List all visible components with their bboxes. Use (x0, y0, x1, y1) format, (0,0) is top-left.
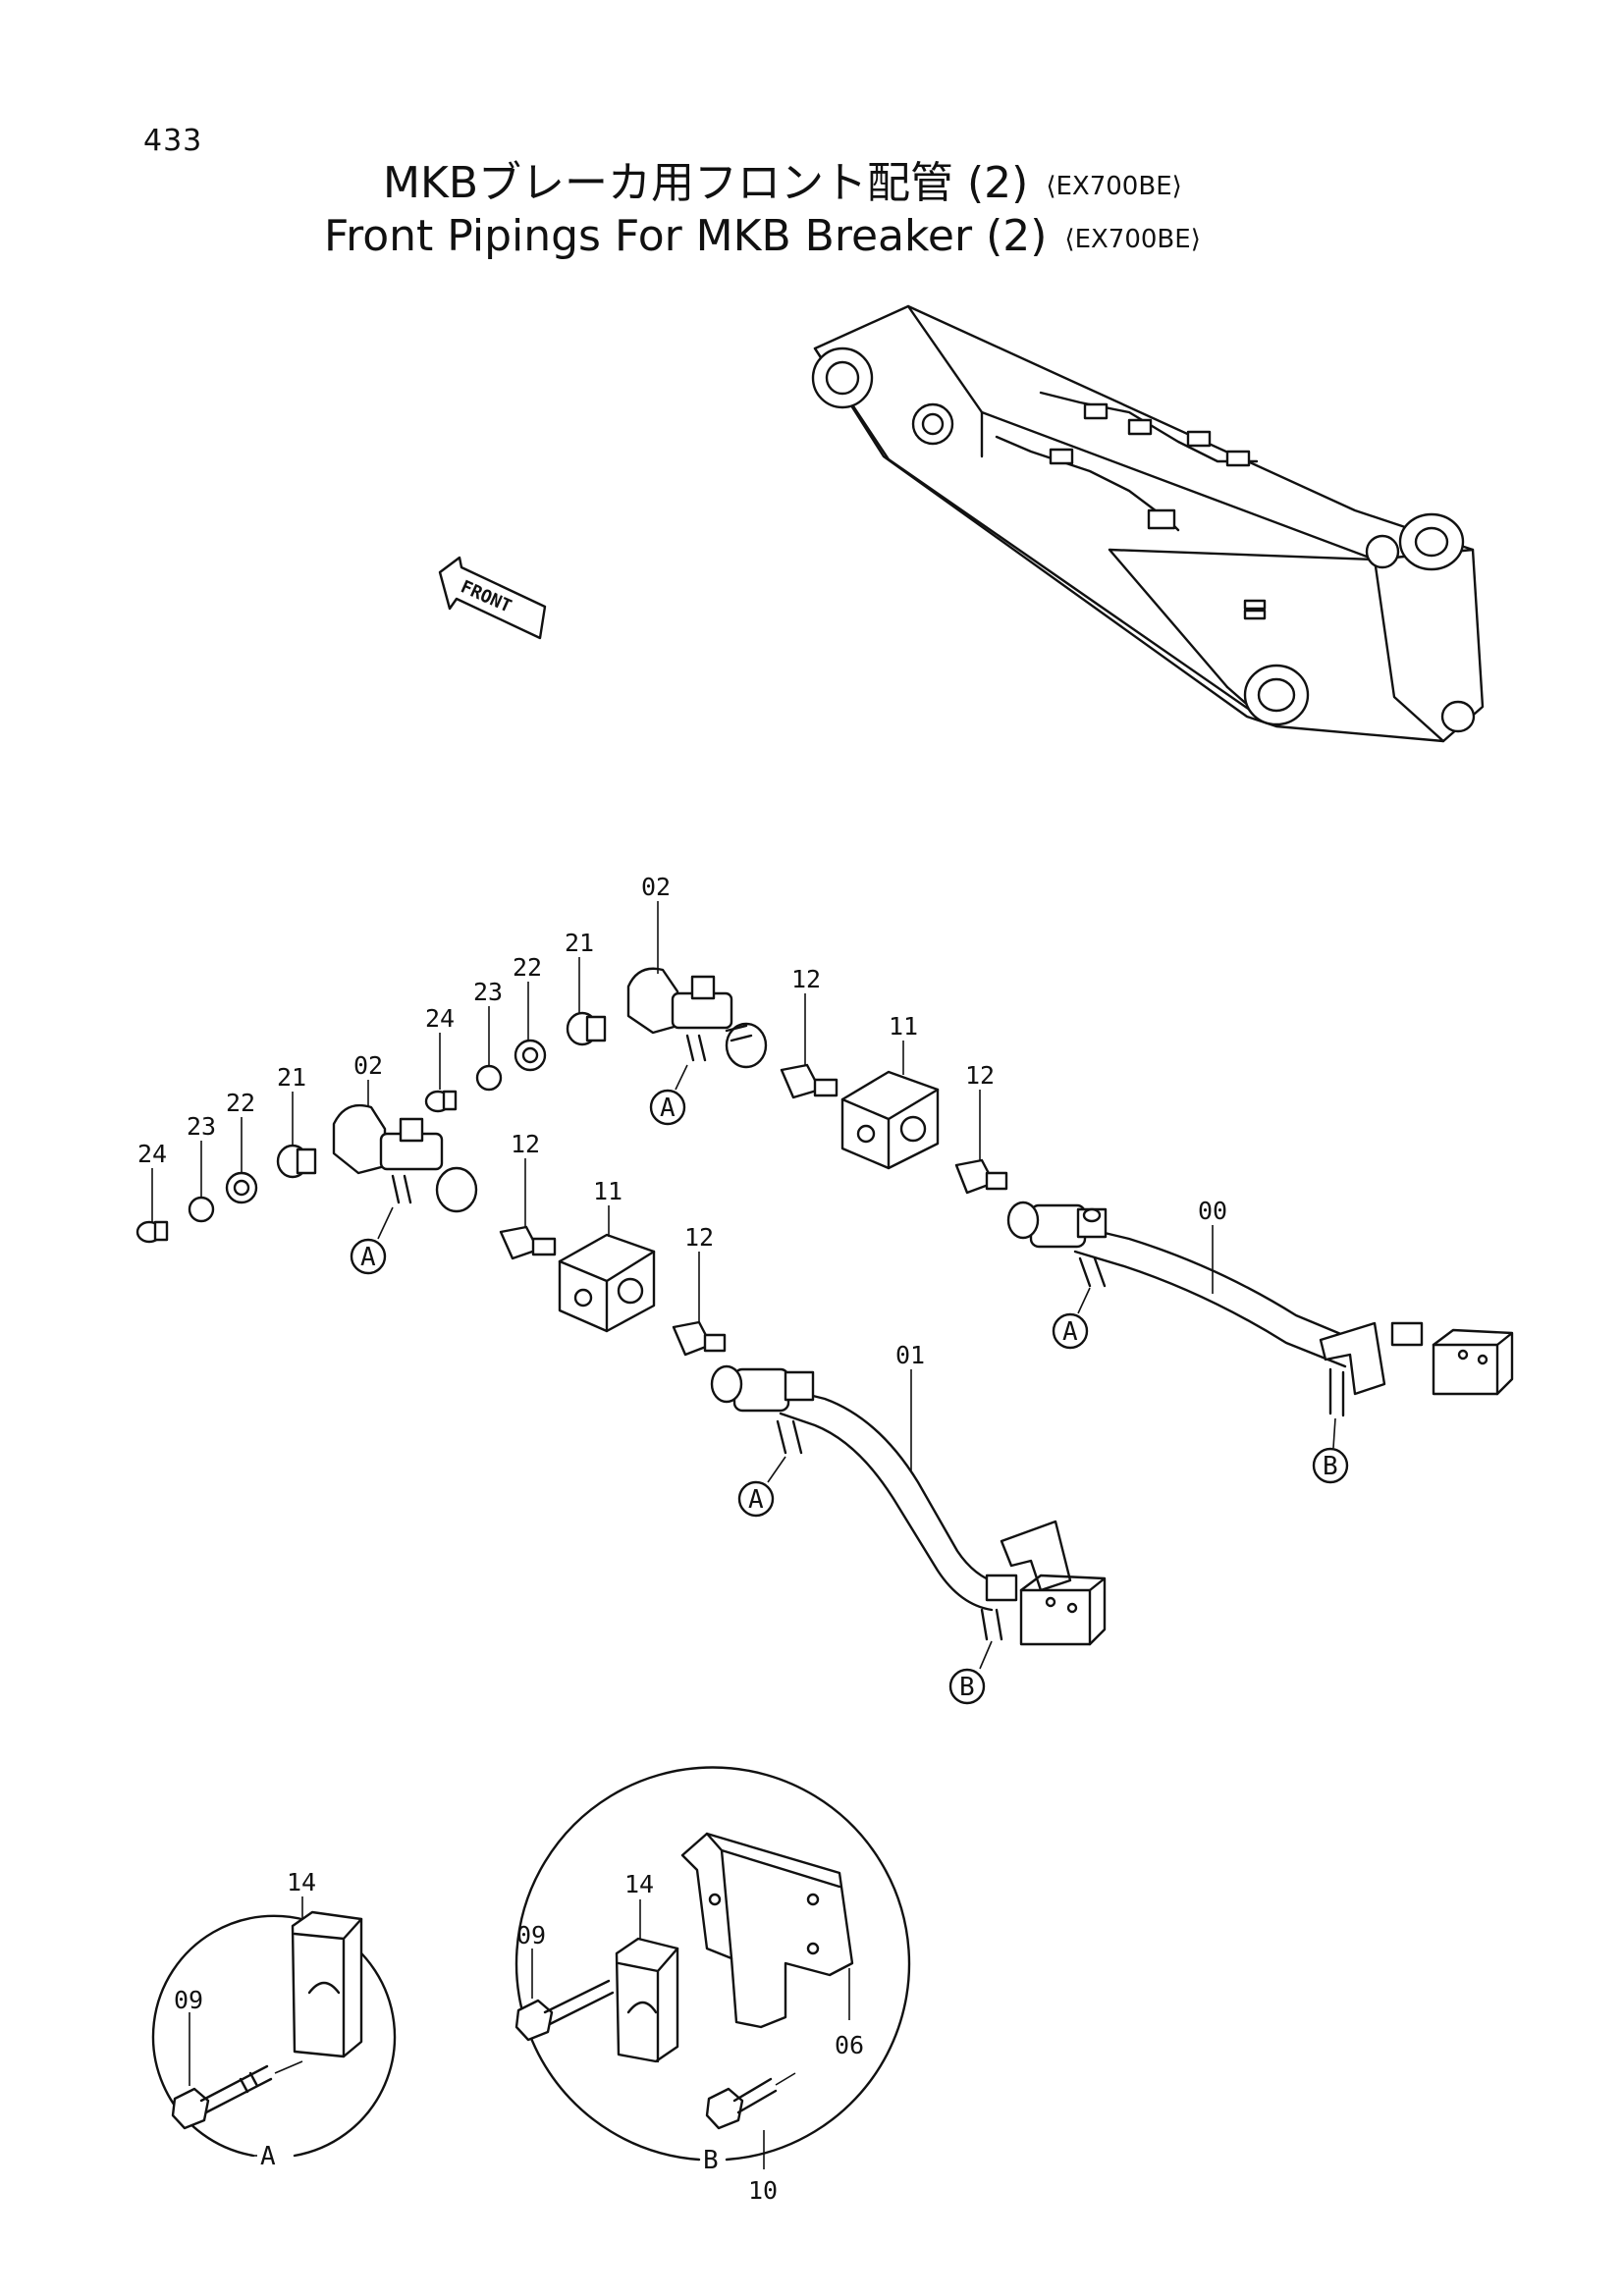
ref-a-4: A (748, 1485, 764, 1515)
label-23-upper: 23 (473, 978, 503, 1006)
front-direction-arrow: FRONT (438, 556, 547, 640)
label-24-lower: 24 (137, 1140, 167, 1168)
lower-fitting-chain (135, 1103, 727, 1357)
title-jp-text: MKBブレーカ用フロント配管 (383, 158, 954, 208)
pipe-assembly-00 (1006, 1201, 1514, 1417)
label-02-lower: 02 (353, 1051, 383, 1080)
reference-markers: A A A A B B (350, 1089, 1349, 1705)
detail-a-label: A (260, 2142, 276, 2171)
title-en-model: ⟨EX700BE⟩ (1064, 225, 1201, 254)
ref-a-1: A (660, 1094, 676, 1123)
detail-b-label-14: 14 (624, 1870, 654, 1898)
label-22-upper: 22 (513, 953, 542, 982)
title-japanese: MKBブレーカ用フロント配管 (2) ⟨EX700BE⟩ (383, 147, 1182, 210)
detail-a: A 14 09 (151, 1868, 397, 2171)
label-11-lower: 11 (593, 1177, 622, 1205)
ref-b-1: B (1323, 1452, 1338, 1481)
leader-lines (151, 901, 1336, 1670)
title-jp-model: ⟨EX700BE⟩ (1046, 172, 1182, 201)
label-12-d: 12 (684, 1223, 714, 1252)
title-en-num: (2) (986, 211, 1048, 261)
ref-a-2: A (360, 1243, 376, 1272)
detail-a-label-09: 09 (174, 1986, 203, 2014)
label-01: 01 (895, 1341, 925, 1369)
detail-b: B 14 09 10 06 (514, 1766, 911, 2205)
label-23-lower: 23 (187, 1112, 216, 1141)
label-22-lower: 22 (226, 1089, 255, 1117)
label-11-upper: 11 (889, 1012, 918, 1041)
label-21-upper: 21 (565, 929, 594, 957)
page-number: 433 (143, 124, 203, 158)
title-en-text: Front Pipings For MKB Breaker (324, 211, 973, 261)
label-21-lower: 21 (277, 1063, 306, 1092)
label-24-upper: 24 (425, 1004, 455, 1033)
label-12-c: 12 (511, 1130, 540, 1158)
pipe-assembly-01 (710, 1364, 1107, 1646)
label-00: 00 (1198, 1197, 1227, 1225)
boom-illustration (811, 304, 1485, 743)
title-jp-num: (2) (967, 158, 1029, 208)
detail-b-label: B (703, 2146, 719, 2175)
label-12-b: 12 (965, 1061, 995, 1090)
detail-b-label-10: 10 (748, 2176, 778, 2205)
label-12-a: 12 (791, 965, 821, 993)
upper-fitting-chain (424, 967, 1008, 1195)
label-02-upper: 02 (641, 873, 671, 901)
title-english: Front Pipings For MKB Breaker (2) ⟨EX700… (324, 211, 1201, 261)
detail-a-label-14: 14 (287, 1868, 316, 1896)
detail-b-label-06: 06 (835, 2031, 864, 2059)
ref-a-3: A (1062, 1317, 1078, 1347)
ref-b-2: B (959, 1673, 975, 1702)
part-labels: 02 12 11 12 21 22 23 24 02 12 11 12 21 2… (137, 873, 1227, 1369)
detail-b-label-09: 09 (516, 1921, 546, 1949)
